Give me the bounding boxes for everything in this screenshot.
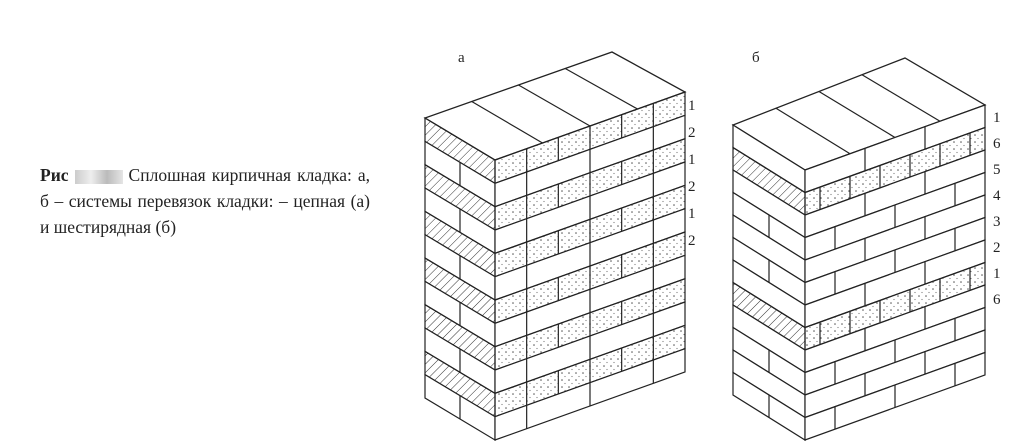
top-brick-joint <box>775 107 851 155</box>
row-label: 2 <box>688 125 696 141</box>
figure-a-label: а <box>458 50 465 66</box>
row-label: 1 <box>688 152 696 168</box>
row-label: 2 <box>688 179 696 195</box>
redacted-figure-number <box>74 169 123 184</box>
caption-text: Сплошная кирпичная кладка: а, б – систем… <box>40 165 370 237</box>
row-label: 1 <box>688 206 696 222</box>
row-label: 6 <box>993 136 1001 152</box>
row-label: 1 <box>993 110 1001 126</box>
row-label: 2 <box>993 240 1001 256</box>
top-brick-joint <box>471 100 543 144</box>
pier-a-chain-bond <box>423 51 687 442</box>
row-label: 2 <box>688 233 696 249</box>
row-label: 1 <box>688 98 696 114</box>
top-brick-joint <box>518 84 591 127</box>
pier-b-six-row-bond <box>731 57 987 442</box>
caption-prefix: Рис <box>40 165 69 185</box>
top-brick-joint <box>818 90 896 139</box>
row-label: 5 <box>993 162 1001 178</box>
top-brick-joint <box>564 67 638 110</box>
row-label: 3 <box>993 214 1001 230</box>
row-label: 1 <box>993 266 1001 282</box>
row-label: 6 <box>993 292 1001 308</box>
figure-b-label: б <box>752 50 760 66</box>
row-label: 4 <box>993 188 1001 204</box>
top-brick-joint <box>861 74 941 122</box>
